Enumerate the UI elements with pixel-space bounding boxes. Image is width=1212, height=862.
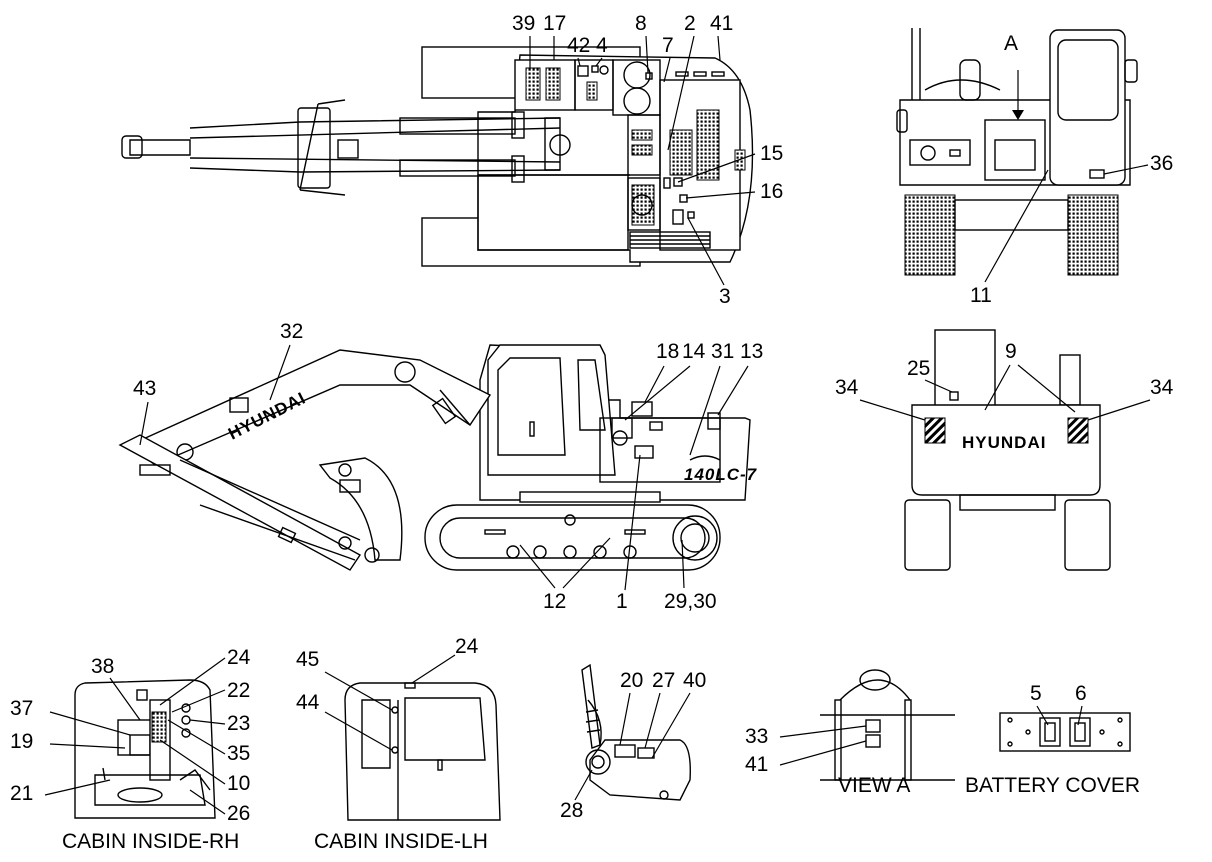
callout-label: 32	[280, 320, 303, 343]
side-bucket	[318, 457, 403, 561]
battery-cover-plate	[999, 712, 1131, 752]
side-view-callouts: 32 43 18 14 31 13 12 1 29,30	[133, 320, 763, 613]
rear-cabin	[934, 329, 996, 411]
side-view: 140LC-7 HYUNDAI	[118, 344, 758, 571]
battery-cover-view: 5 6 BATTERY COVER	[965, 682, 1140, 797]
model-logo: 140LC-7	[684, 465, 758, 484]
callout-label: 8	[635, 12, 647, 35]
callout-label: 4	[596, 34, 608, 57]
callout-label: 34	[835, 376, 859, 399]
caption-cabin-rh: CABIN INSIDE-RH	[62, 830, 239, 853]
callout-label: 10	[227, 772, 250, 795]
callout-label: 39	[512, 12, 535, 35]
callout-label: 20	[620, 669, 643, 692]
front-track-left	[904, 194, 956, 276]
callout-label: 15	[760, 142, 783, 165]
callout-label: 22	[227, 679, 250, 702]
callout-label: 6	[1075, 682, 1087, 705]
side-boom	[128, 349, 492, 466]
callout-label: 29,30	[664, 590, 717, 613]
caption-view-a: VIEW A	[838, 774, 910, 797]
top-view-callouts: 39 17 42 4 8 7 2 41 15 16 3	[512, 12, 783, 308]
callout-label: 41	[745, 753, 768, 776]
callout-label: 33	[745, 725, 768, 748]
callout-label: 41	[710, 12, 733, 35]
rear-view: HYUNDAI 25 9 34 34	[835, 329, 1174, 571]
callout-label: 38	[91, 655, 114, 678]
callout-label: 44	[296, 691, 320, 714]
cabin-lh-outline	[344, 682, 501, 821]
callout-label: 27	[652, 669, 675, 692]
caption-cabin-lh: CABIN INSIDE-LH	[314, 830, 488, 853]
callout-label: 14	[682, 340, 706, 363]
callout-label: 2	[684, 12, 696, 35]
joystick-view: 20 27 40 28	[560, 663, 706, 822]
top-fuel-tank	[514, 59, 576, 111]
callout-label: 23	[227, 712, 250, 735]
callout-label: 17	[543, 12, 566, 35]
callout-label: 26	[227, 802, 250, 825]
callout-label: 28	[560, 799, 583, 822]
front-track-right	[1067, 194, 1119, 276]
callout-label: 24	[227, 646, 251, 669]
view-a-diagram: 33 41 VIEW A	[745, 669, 955, 797]
callout-label: 35	[227, 742, 250, 765]
reflector-right	[1067, 417, 1089, 444]
callout-label: 24	[455, 635, 479, 658]
cabin-inside-lh-view: 45 24 44 CABIN INSIDE-LH	[296, 635, 501, 853]
callout-label: 9	[1005, 340, 1017, 363]
view-a-marker: A	[1004, 32, 1018, 55]
callout-label: 13	[740, 340, 763, 363]
callout-label: 7	[662, 34, 674, 57]
rear-logo: HYUNDAI	[962, 433, 1046, 452]
callout-label: 25	[907, 357, 930, 380]
callout-label: 43	[133, 377, 156, 400]
reflector-left	[924, 417, 946, 444]
callout-label: 31	[711, 340, 734, 363]
callout-label: 18	[656, 340, 679, 363]
callout-label: 36	[1150, 152, 1173, 175]
callout-label: 11	[970, 284, 992, 307]
callout-label: 19	[10, 730, 33, 753]
cabin-inside-rh-view: 38 24 22 23 37 35 19 10 21 26 CABIN INSI…	[10, 646, 251, 853]
top-view	[121, 46, 754, 267]
side-cabin	[487, 344, 616, 476]
callout-label: 12	[543, 590, 566, 613]
callout-label: 45	[296, 648, 319, 671]
rear-counterweight	[911, 404, 1101, 496]
callout-label: 1	[616, 590, 628, 613]
front-cabin	[1049, 29, 1126, 186]
callout-label: 5	[1030, 682, 1042, 705]
callout-label: 16	[760, 180, 783, 203]
callout-label: 3	[719, 285, 731, 308]
side-arm	[118, 434, 362, 571]
cabin-rh-outline	[74, 679, 216, 819]
callout-label: 42	[567, 34, 590, 57]
callout-label: 37	[10, 697, 33, 720]
callout-label: 40	[683, 669, 706, 692]
callout-label: 21	[10, 782, 33, 805]
side-track	[424, 504, 721, 571]
caption-battery-cover: BATTERY COVER	[965, 774, 1140, 797]
joystick-console	[589, 739, 691, 801]
front-view: A 36 11	[896, 28, 1173, 307]
callout-label: 34	[1150, 376, 1174, 399]
